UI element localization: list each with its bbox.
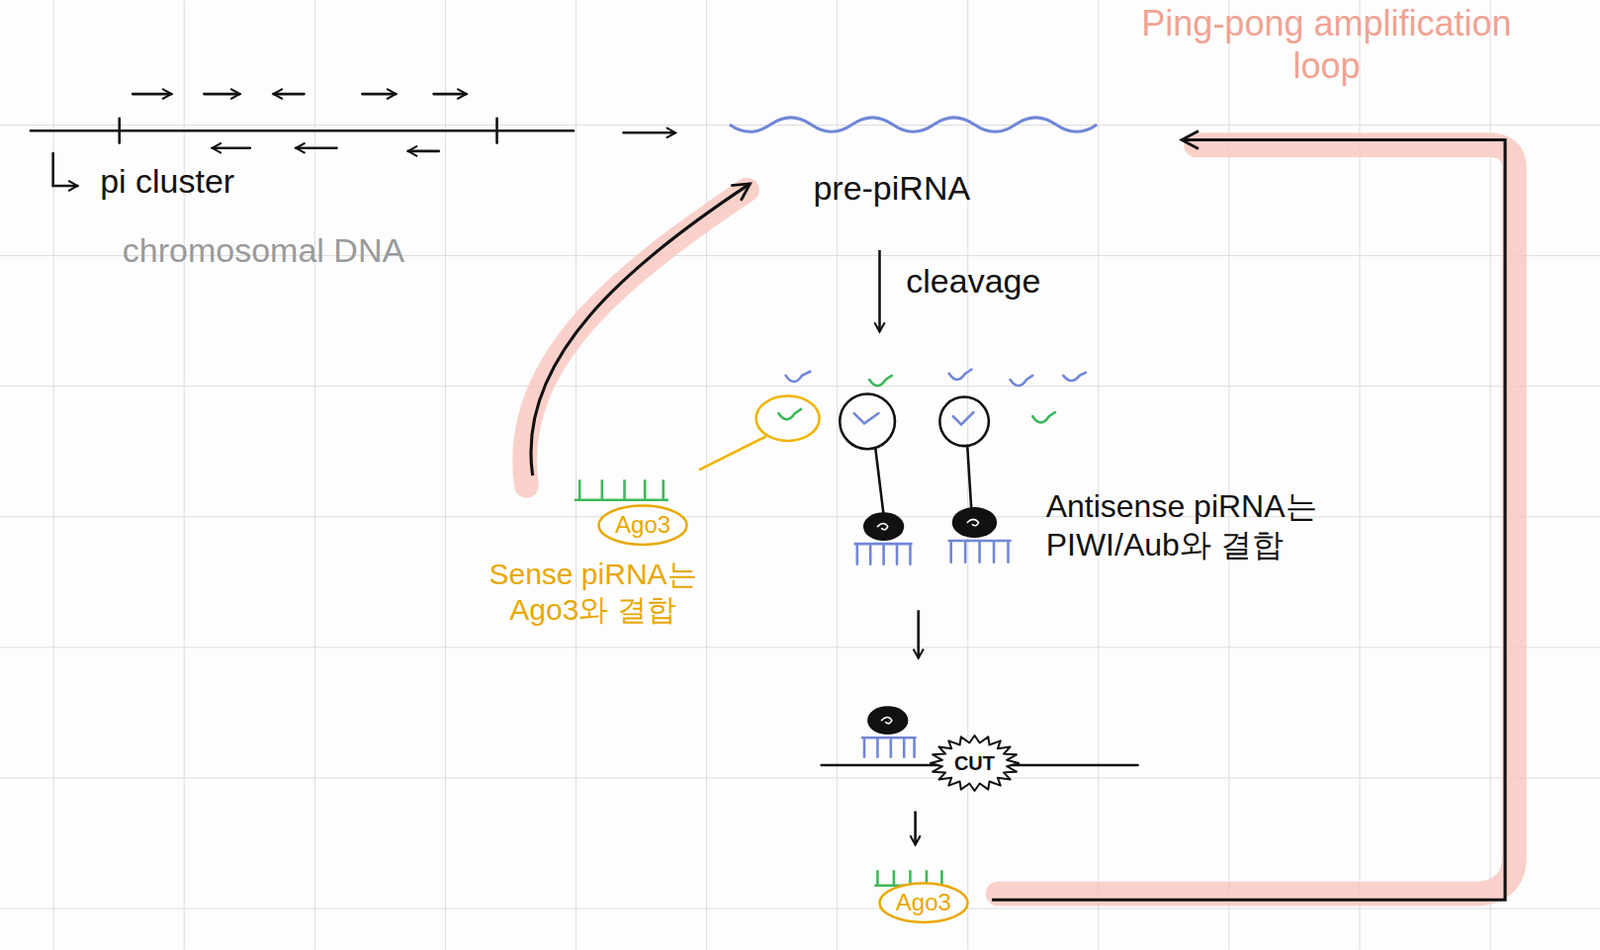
piwi-aub-complex	[967, 445, 972, 511]
ago3-protein: Ago3	[878, 882, 970, 924]
pre-pirna-strand	[729, 117, 1097, 132]
ago3-protein: Ago3	[597, 504, 689, 546]
antisense-note: Antisense piRNA는 PIWI/Aub와 결합	[1046, 487, 1404, 564]
piwi-aub-complex	[863, 512, 904, 541]
loop-arrow	[531, 140, 1506, 901]
piwi-aub-complex	[949, 540, 1011, 563]
node-text: CUT	[954, 752, 995, 775]
node-text: Ago3	[615, 512, 671, 538]
process-arrow	[622, 131, 676, 135]
loop-arrow	[531, 183, 751, 476]
sense-note: Sense piRNA는 Ago3와 결합	[458, 556, 726, 628]
transcript-direction-arrow	[295, 146, 337, 150]
pirna-fragment	[1010, 375, 1034, 386]
sense-fragment-callout	[700, 396, 820, 470]
target-cleavage	[882, 717, 892, 724]
process-arrow	[878, 250, 882, 333]
transcript-direction-arrow	[132, 92, 172, 96]
transcript-direction-arrow	[361, 92, 396, 96]
pirna-fragment	[949, 369, 973, 380]
target-cleavage	[862, 737, 916, 758]
sense-fragment-callout	[778, 409, 801, 420]
loop-highlight	[525, 189, 748, 486]
piwi-aub-complex	[875, 448, 884, 516]
precursor-label: pre-piRNA	[812, 168, 971, 209]
step-label: cleavage	[905, 261, 1041, 302]
process-arrow	[916, 610, 920, 658]
transcript-direction-arrow	[132, 93, 466, 152]
piwi-aub-complex	[939, 397, 989, 447]
piwi-aub-complex	[967, 519, 978, 526]
piwi-aub-complex	[855, 543, 912, 565]
chromosome	[30, 129, 574, 133]
burst-outline	[930, 735, 1019, 792]
piwi-aub-complex	[952, 507, 997, 538]
cleavage-burst: CUT	[928, 733, 1021, 794]
chromosome	[117, 118, 121, 144]
ellipse-outline	[599, 506, 688, 545]
transcript-direction-arrow	[273, 92, 305, 96]
pirna-fragment	[786, 369, 1086, 424]
transcript-direction-arrow	[212, 146, 251, 150]
target-cleavage	[867, 706, 908, 735]
node-text: Ago3	[895, 889, 952, 916]
chromosome	[495, 118, 499, 144]
transcript-direction-arrow	[408, 150, 440, 154]
loop-arrow	[991, 140, 1506, 901]
piwi-aub-complex	[953, 412, 975, 425]
chromosome	[53, 153, 79, 186]
loop-highlight	[997, 145, 1514, 894]
pirna-fragment	[1032, 412, 1056, 423]
ellipse-outline	[879, 884, 968, 923]
sense-fragment-callout	[700, 437, 766, 470]
piwi-aub-complex	[839, 393, 1010, 564]
pirna-fragment	[1063, 372, 1086, 381]
pirna-fragment	[869, 375, 892, 386]
pirna-fragment	[801, 371, 810, 376]
process-arrow	[913, 811, 917, 846]
dna-label: chromosomal DNA	[122, 230, 405, 271]
cluster-label: pi cluster	[99, 161, 235, 202]
loop-title: Ping-pong amplification loop	[1112, 1, 1541, 88]
piwi-aub-complex	[854, 413, 880, 424]
piwi-aub-complex	[877, 524, 888, 531]
transcript-direction-arrow	[203, 92, 240, 96]
sense-pirna	[574, 479, 669, 501]
sense-fragment-callout	[756, 396, 820, 442]
piwi-aub-complex	[839, 393, 895, 449]
pirna-fragment	[786, 375, 803, 382]
transcript-direction-arrow	[434, 92, 467, 96]
loop-highlight	[525, 145, 1515, 894]
